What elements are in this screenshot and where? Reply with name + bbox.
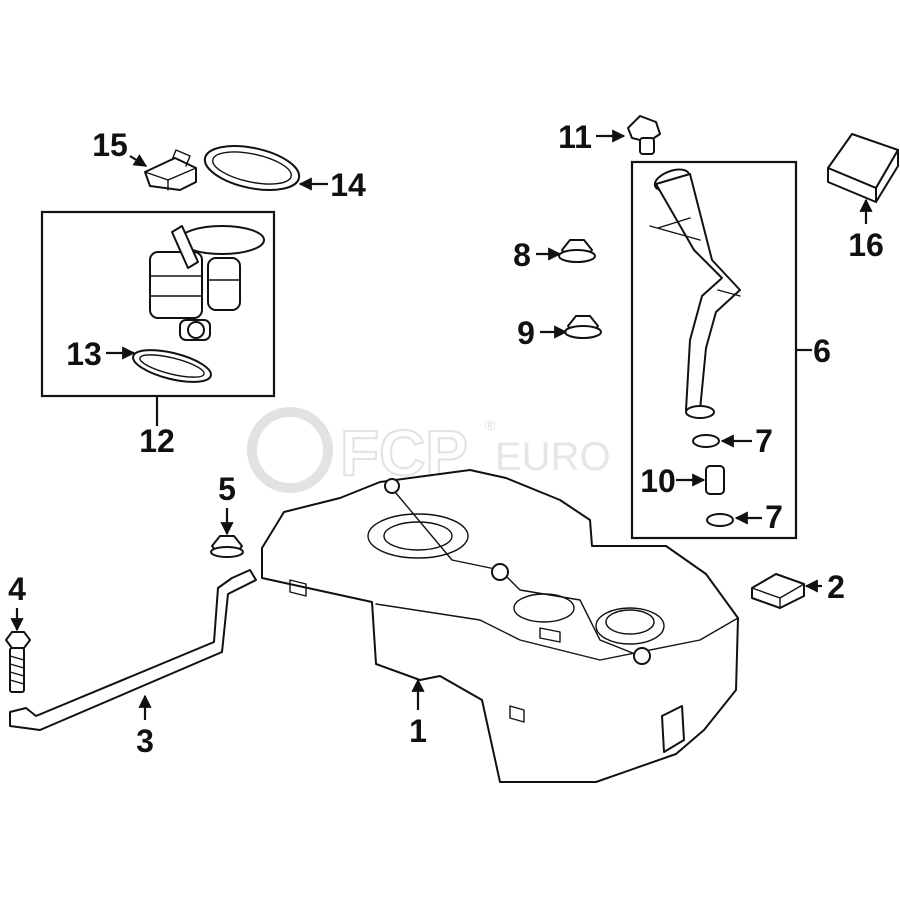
callout-11: 11: [558, 119, 592, 155]
watermark-registered-mark: ®: [485, 417, 496, 433]
part-6-filler-neck: [649, 168, 741, 419]
part-12-fuel-pump-assembly: [149, 225, 265, 341]
part-2-insulator-pad: [751, 573, 805, 609]
part-14-pump-gasket: [203, 145, 301, 191]
callout-13: 13: [66, 336, 102, 372]
callout-7-lower: 7: [765, 499, 783, 535]
callout-6: 6: [813, 333, 831, 369]
part-10-hose-connector: [705, 465, 725, 495]
part-13-o-ring: [132, 349, 212, 383]
callout-7-upper: 7: [755, 423, 773, 459]
callout-9: 9: [517, 315, 535, 351]
part-4-mounting-bolt: [5, 631, 31, 693]
leader-15: [129, 154, 148, 167]
part-5-strap-nut: [210, 535, 244, 558]
callout-16: 16: [848, 227, 884, 263]
part-7-hose-clamp-lower: [706, 513, 734, 527]
part-16-control-module: [827, 133, 899, 203]
part-9-flange-nut: [564, 315, 602, 339]
callout-10: 10: [640, 463, 676, 499]
part-11-vent-valve: [627, 115, 661, 155]
callout-12: 12: [139, 423, 175, 459]
callout-14: 14: [330, 167, 366, 203]
callout-15: 15: [92, 127, 128, 163]
part-1-fuel-tank: [261, 469, 739, 783]
part-8-flange-nut: [558, 239, 596, 263]
callout-3: 3: [136, 723, 154, 759]
callout-1: 1: [409, 713, 427, 749]
part-7-hose-clamp-upper: [692, 434, 720, 448]
watermark-suffix: EURO: [495, 435, 611, 479]
callout-2: 2: [827, 569, 845, 605]
callout-8: 8: [513, 237, 531, 273]
part-3-tank-strap: [9, 569, 257, 731]
part-15-retainer-clip: [144, 149, 197, 191]
callout-5: 5: [218, 471, 236, 507]
callout-4: 4: [8, 571, 26, 607]
